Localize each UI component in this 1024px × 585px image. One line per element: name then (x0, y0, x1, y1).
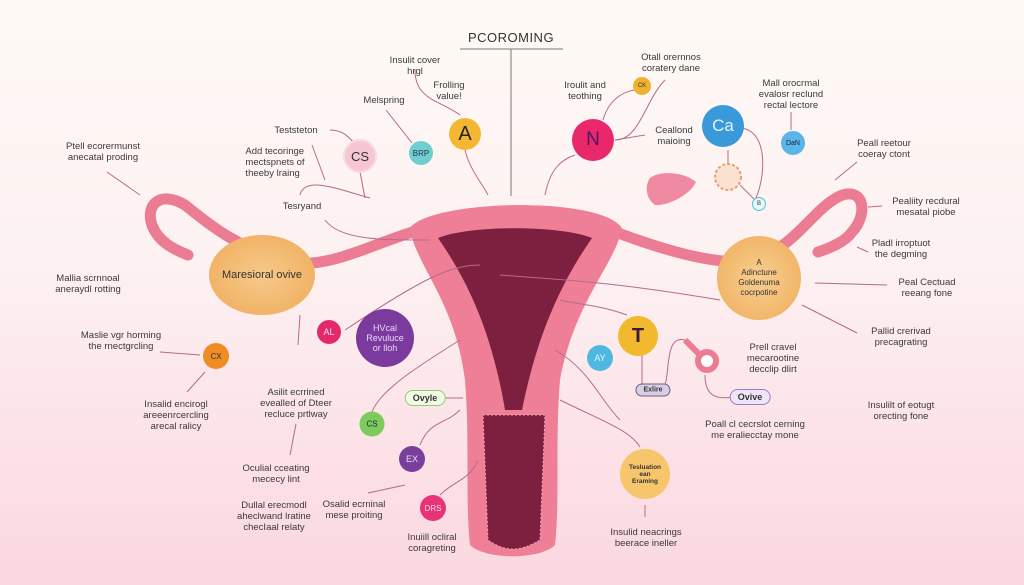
label-insulid-neacrings: Insulid neacrings beerace ineller (610, 527, 682, 549)
label-maslie: Maslie vgr horming the rnectgrcling (80, 330, 162, 352)
label-frolling: Frolling value! (433, 80, 465, 102)
node-testation: Tesluation ean Eraming (620, 449, 670, 499)
label-peal-cectuad: Peal Cectuad reeang fone (898, 277, 956, 299)
label-tesryand: Tesryand (282, 201, 322, 212)
node-ay: AY (587, 345, 613, 371)
node-ovive: Ovive (729, 389, 771, 405)
node-brp: BRP (409, 141, 433, 165)
label-add-tecoringe: Add tecoringe mectspnets of theeby lrain… (245, 146, 305, 179)
label-dullal: Dullal erecmodl aheclwand lratine checIa… (237, 500, 311, 533)
diagram-title: PCOROMING (467, 30, 555, 45)
node-n: N (572, 119, 614, 161)
label-asilit: Asilit ecrrined evealled of Dteer recluc… (260, 387, 332, 420)
cervix (482, 414, 546, 550)
label-ceallond: Ceallond maioing (655, 125, 693, 147)
node-t: T (618, 316, 658, 356)
node-dan: DaN (781, 131, 805, 155)
label-insulilt-eotugt: Insulilt of eotugt orecting fone (867, 400, 935, 422)
node-ovyle: Ovyle (404, 390, 446, 406)
label-osalid: Osalid ecrninal mese proiting (322, 499, 386, 521)
follicle-ring (695, 349, 719, 373)
label-insalid-encirogl: Insalid encirogl areeenrcercling arecal … (143, 399, 209, 432)
label-mall: Mall orocrmal evalosr reclund rectal lec… (758, 78, 824, 111)
node-cs-green: CS (359, 411, 385, 437)
label-iroulit: Iroulit and teothing (564, 80, 606, 102)
node-ex: EX (399, 446, 425, 472)
right-ovary: A Adinctune Goldenuma cocrpotine (717, 236, 801, 320)
node-ck: CK (633, 77, 651, 95)
node-cs-top: CS (343, 139, 377, 173)
label-prell: Prell cravel mecarootine decclip dlirt (746, 342, 800, 375)
node-a-top: A (449, 118, 481, 150)
label-ptell: Ptell ecorermunst anecatal proding (66, 141, 140, 163)
label-melspring: Melspring (363, 95, 405, 106)
right-fallopian-tube (604, 188, 868, 268)
cell-flower-icon (714, 163, 742, 191)
node-al: AL (317, 320, 341, 344)
label-oculial: Oculial cceating mececy lint (242, 463, 310, 485)
label-teststeton: Teststeton (274, 125, 318, 136)
label-inuiill: Inuiill ocliral coragreting (407, 532, 457, 554)
sperm-cell-shape (646, 173, 696, 206)
node-hvcal: HVcal Revuluce or lloh (356, 309, 414, 367)
label-pladl: Pladl irroptuot the degming (871, 238, 931, 260)
node-ca: Ca (702, 105, 744, 147)
label-mallia: Mallia scrnnoal aneraydl rotting (55, 273, 121, 295)
node-drs: DRS (420, 495, 446, 521)
label-pallid: Pallid crerivad precagrating (871, 326, 931, 348)
label-poall: Poall cl cecrslot cerning me eraliecctay… (705, 419, 805, 441)
left-ovary: Maresioral ovive (209, 235, 315, 315)
label-insulit-cover: Insulit cover hrgl (389, 55, 441, 77)
label-peall-reetour: Peall reetour coeray ctont (857, 138, 911, 160)
uterine-cavity (438, 228, 592, 410)
label-pealiity: Pealiity recdural mesatal piobe (892, 196, 960, 218)
node-b-small: B (752, 197, 766, 211)
label-otall: Otall orernnos coratery dane (641, 52, 701, 74)
node-cx: CX (203, 343, 229, 369)
left-fallopian-tube (144, 193, 426, 269)
node-exlire: Exlire (635, 383, 671, 397)
